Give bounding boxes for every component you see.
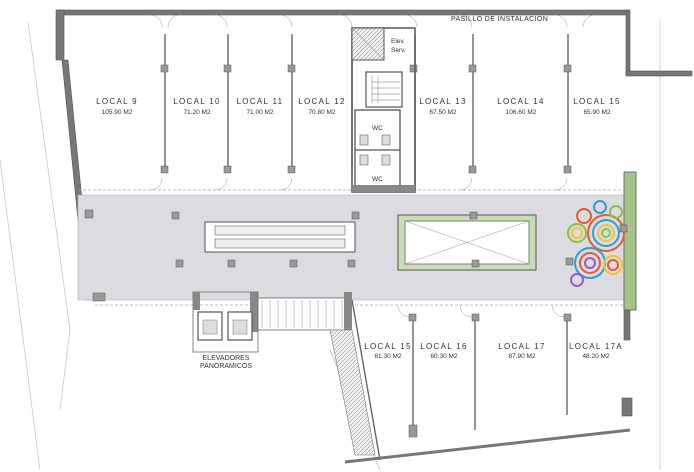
shop-area-local-14: 106.60 M2	[505, 109, 537, 116]
panoramic-elevators-label: ELEVADORES PANORAMICOS	[200, 355, 252, 371]
decorative-circles	[567, 200, 625, 287]
shop-area-local-12: 70.80 M2	[308, 109, 336, 116]
shop-name-local-10: LOCAL 10	[173, 97, 221, 106]
lower-outer-wall	[344, 428, 631, 464]
shop-name-local-16: LOCAL 16	[420, 342, 468, 351]
escalators	[204, 221, 356, 253]
shop-area-local-16: 60.30 M2	[430, 353, 458, 360]
shop-name-local-17a: LOCAL 17A	[568, 342, 624, 351]
atrium-void	[397, 214, 537, 271]
lower-columns	[408, 313, 572, 438]
shop-area-local-11: 71.00 M2	[246, 109, 274, 116]
shop-name-local-11: LOCAL 11	[236, 97, 284, 106]
upper-columns	[160, 64, 572, 174]
door-swings	[149, 14, 596, 191]
panoramic-elevators-label-line2: PANORAMICOS	[200, 363, 252, 370]
wc-label-2: WC	[372, 176, 383, 183]
wc-label-1: WC	[372, 125, 383, 132]
shop-name-local-15-lower: LOCAL 15	[364, 342, 412, 351]
service-elevator-label-2: Serv.	[391, 47, 406, 54]
shop-area-local-10: 71.20 M2	[183, 109, 211, 116]
shop-area-local-9: 105.90 M2	[101, 109, 133, 116]
shop-area-local-17a: 48.20 M2	[582, 353, 610, 360]
lower-shop-partitions	[351, 299, 568, 461]
corridor-label: PASILLO DE INSTALACIÓN	[451, 16, 549, 23]
shop-area-local-13: 67.50 M2	[429, 109, 457, 116]
shop-name-local-14: LOCAL 14	[497, 97, 545, 106]
service-core	[351, 27, 416, 193]
shop-area-local-17: 87.90 M2	[508, 353, 536, 360]
shop-name-local-17: LOCAL 17	[498, 342, 546, 351]
planter	[623, 171, 637, 311]
shop-name-local-12: LOCAL 12	[298, 97, 346, 106]
shop-name-local-9: LOCAL 9	[96, 97, 138, 106]
shop-area-local-15-upper: 65.90 M2	[583, 109, 611, 116]
shop-name-local-13: LOCAL 13	[419, 97, 467, 106]
shop-name-local-15-upper: LOCAL 15	[573, 97, 621, 106]
stair	[250, 292, 376, 456]
panoramic-elevators	[192, 291, 259, 353]
shop-area-local-15-lower: 61.30 M2	[374, 353, 402, 360]
panoramic-elevators-label-line1: ELEVADORES	[202, 355, 250, 362]
service-elevator-label-1: Elev.	[391, 38, 405, 45]
corridor-columns	[84, 209, 628, 302]
